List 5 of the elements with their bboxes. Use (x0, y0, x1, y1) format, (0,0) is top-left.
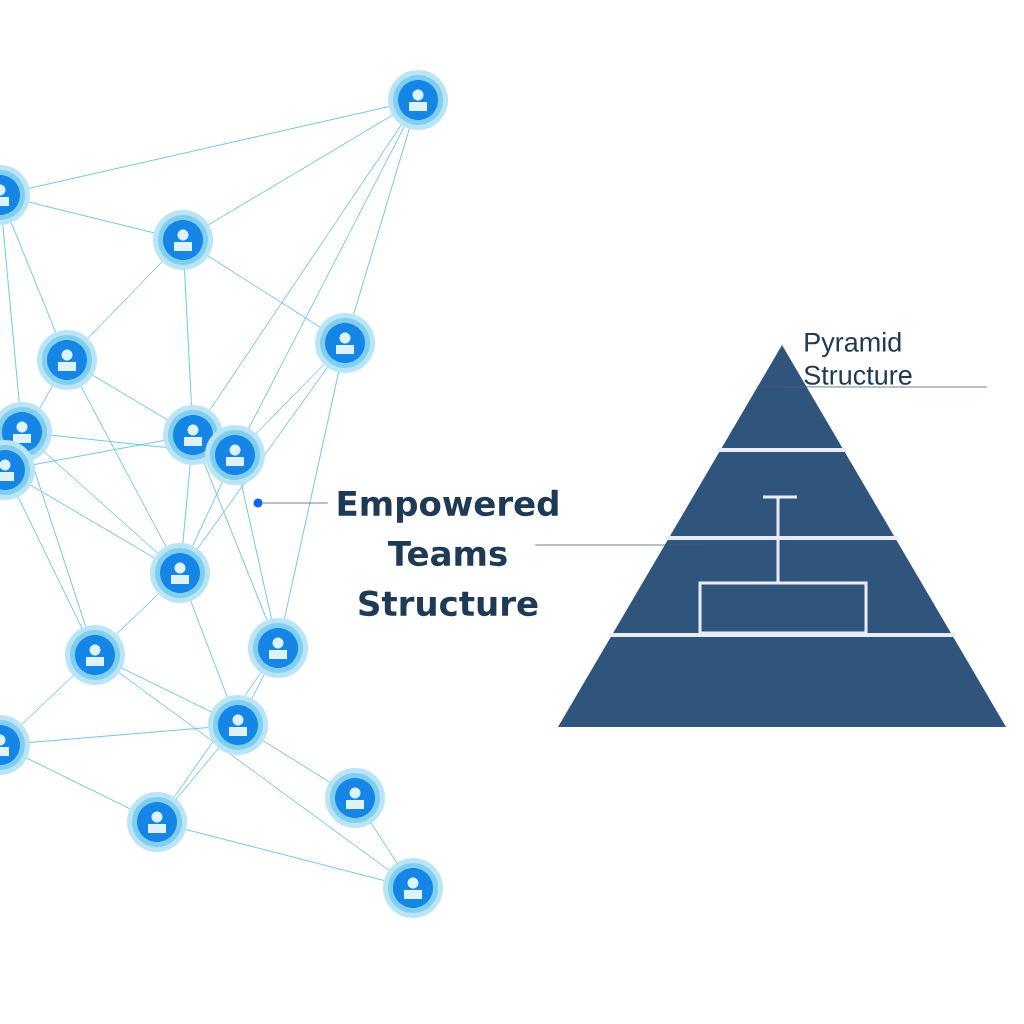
structure-label: Pyramid Structure (804, 331, 912, 385)
leader-line (534, 544, 706, 546)
leader-line (756, 386, 988, 388)
structure-label: Empowered Teams Structure (338, 489, 558, 617)
leader-line (262, 502, 329, 504)
